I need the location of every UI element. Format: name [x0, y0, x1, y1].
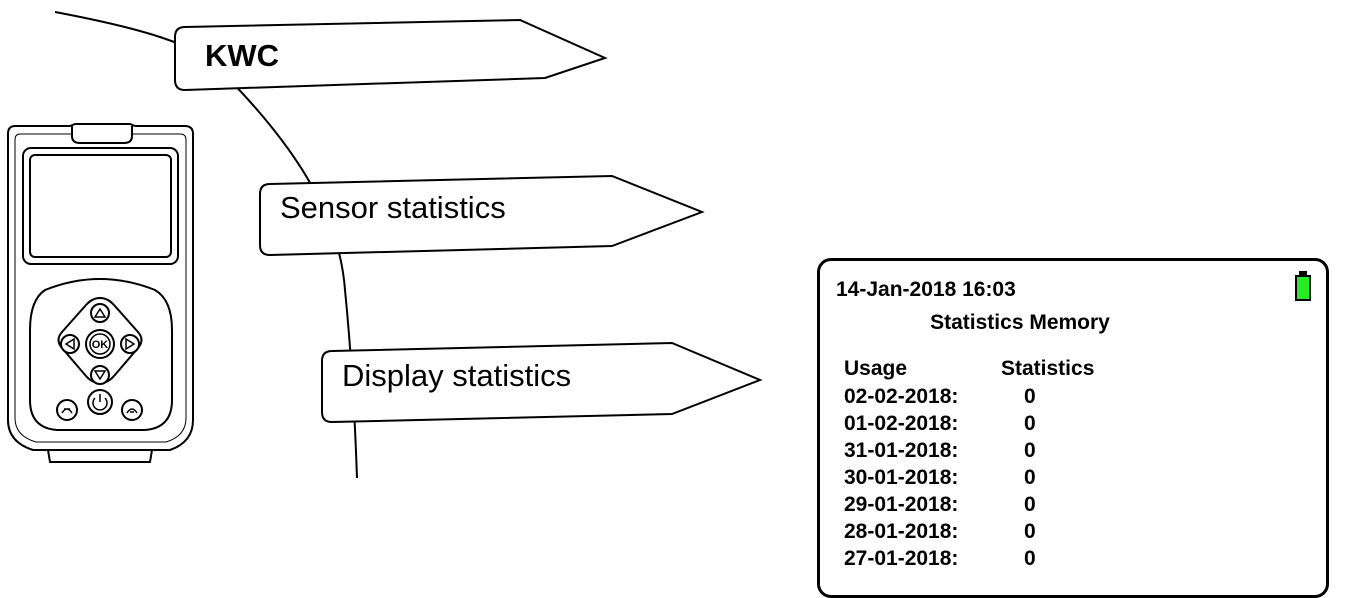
row-date: 28-01-2018: — [844, 520, 959, 543]
battery-cap — [1299, 271, 1307, 275]
screen-title: Statistics Memory — [930, 311, 1110, 334]
table-row: 02-02-2018: 0 — [844, 385, 1284, 412]
row-value: 0 — [1024, 547, 1036, 570]
device-top-clip — [71, 126, 133, 144]
power-icon — [92, 394, 108, 411]
menu-tag-sensor — [259, 174, 705, 257]
menu-item-sensor-statistics[interactable]: Sensor statistics — [280, 190, 506, 225]
statistics-memory-screen: 14-Jan-2018 16:03 Statistics Memory Usag… — [817, 258, 1329, 598]
battery-level — [1295, 275, 1311, 301]
left-arrow-button — [60, 334, 80, 354]
softkey-left-button — [56, 399, 78, 421]
row-date: 30-01-2018: — [844, 466, 959, 489]
down-arrow-icon — [93, 370, 107, 381]
column-header-usage: Usage — [844, 357, 908, 380]
handheld-device — [7, 123, 194, 463]
softkey-left-icon — [61, 408, 73, 414]
row-value: 0 — [1024, 385, 1036, 408]
device-bottom-ridge — [46, 449, 154, 463]
left-arrow-icon — [64, 337, 75, 351]
table-row: 27-01-2018: 0 — [844, 547, 1284, 574]
screen-datetime: 14-Jan-2018 16:03 — [836, 278, 1016, 301]
menu-item-display-statistics[interactable]: Display statistics — [342, 358, 572, 393]
ok-label: OK — [92, 339, 109, 351]
right-arrow-button — [120, 334, 140, 354]
statistics-table: 02-02-2018: 0 01-02-2018: 0 31-01-2018: … — [844, 385, 1284, 574]
row-date: 31-01-2018: — [844, 439, 959, 462]
row-date: 02-02-2018: — [844, 385, 959, 408]
table-row: 31-01-2018: 0 — [844, 439, 1284, 466]
table-row: 01-02-2018: 0 — [844, 412, 1284, 439]
menu-item-kwc[interactable]: KWC — [205, 38, 280, 73]
table-row: 30-01-2018: 0 — [844, 466, 1284, 493]
row-value: 0 — [1024, 439, 1036, 462]
row-date: 27-01-2018: — [844, 547, 959, 570]
down-arrow-button — [90, 365, 110, 385]
row-value: 0 — [1024, 466, 1036, 489]
row-date: 29-01-2018: — [844, 493, 959, 516]
softkey-right-icon — [126, 408, 138, 414]
device-button-glyphs — [61, 307, 138, 414]
table-row: 28-01-2018: 0 — [844, 520, 1284, 547]
row-date: 01-02-2018: — [844, 412, 959, 435]
menu-tag-kwc — [174, 18, 608, 92]
table-row: 29-01-2018: 0 — [844, 493, 1284, 520]
menu-tag-display — [321, 341, 763, 424]
device-inner-outline — [14, 133, 187, 443]
softkey-right-button — [121, 399, 143, 421]
right-arrow-icon — [125, 337, 136, 351]
battery-full-icon — [1295, 271, 1311, 301]
up-arrow-icon — [93, 307, 107, 318]
column-header-statistics: Statistics — [1001, 357, 1095, 380]
row-value: 0 — [1024, 493, 1036, 516]
up-arrow-button — [90, 303, 110, 323]
ok-button-inner — [89, 333, 111, 355]
row-value: 0 — [1024, 412, 1036, 435]
row-value: 0 — [1024, 520, 1036, 543]
device-screen — [29, 154, 172, 258]
